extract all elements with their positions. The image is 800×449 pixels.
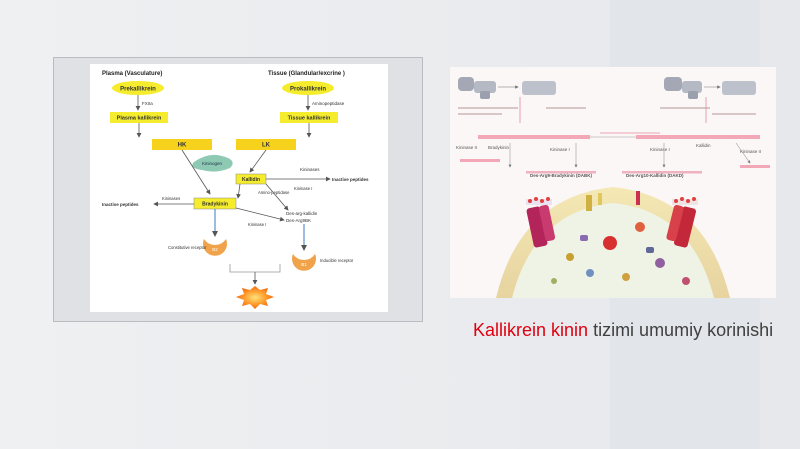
slide-caption: Kallikrein kinin tizimi umumiy korinishi xyxy=(473,318,783,343)
plasma-title: Plasma (Vasculature) xyxy=(102,71,162,77)
b2-label: B2 xyxy=(212,247,218,252)
des-arg-bk-label: Des-Arg9BK xyxy=(286,218,311,223)
kininogen-label: Kininogen xyxy=(202,161,223,166)
receptor-pathway-illustration: Kininase II Bradykinin Kininase I Kinina… xyxy=(450,67,776,298)
kallidin-pathway-label: Kallidin xyxy=(696,143,711,148)
dotted-annotations xyxy=(458,107,756,115)
caption-rest: tizimi umumiy korinishi xyxy=(588,320,774,340)
kallidin-label: Kallidin xyxy=(242,177,260,183)
response-burst xyxy=(236,286,274,309)
prokallikrein-node xyxy=(282,81,334,95)
cell-interior xyxy=(512,203,714,298)
arrow-brady-desarg xyxy=(235,207,285,222)
kininogen-node xyxy=(192,154,233,172)
prekallikrein-node xyxy=(112,81,164,95)
des-arg-kallidin-label: Des-arg-kallidin xyxy=(286,211,318,216)
aminopeptidase-label: Aminopeptidase xyxy=(312,101,345,106)
hk-label: HK xyxy=(178,143,187,149)
amino-peptidase-label: Amino-peptidase xyxy=(258,190,290,195)
kininases-upper-label: Kininases xyxy=(300,167,320,172)
kinin-system-diagram: Plasma (Vasculature) Tissue (Glandular/e… xyxy=(90,64,388,312)
b2-receptor xyxy=(203,239,227,256)
constitutive-receptor-label: Constitutive receptor xyxy=(168,245,207,250)
caption-highlight: Kallikrein kinin xyxy=(473,320,589,340)
b1-receptor xyxy=(292,254,316,271)
dabk-bar xyxy=(526,171,596,174)
kininase-i-upper-label: Kininase I xyxy=(294,186,312,191)
fxiia-label: FXIIa xyxy=(142,101,153,106)
plasma-kallikrein-node xyxy=(110,112,168,123)
pathway-arrows xyxy=(508,142,751,168)
tissue-title: Tissue (Glandular/excrine ) xyxy=(268,71,345,77)
tissue-kallikrein-label: Tissue kallikrein xyxy=(288,116,331,122)
arrow-hk-brady xyxy=(181,149,211,195)
pink-bar-right xyxy=(636,135,760,139)
b1-label: B1 xyxy=(301,262,307,267)
pink-bar-lower-right xyxy=(740,165,770,168)
inactive-peptides-left: Inactive peptides xyxy=(102,202,139,207)
dakd-bar xyxy=(622,171,702,174)
kininase-ii-left-label: Kininase II xyxy=(456,145,477,150)
pink-bar-lower-left xyxy=(460,159,500,162)
kininases-left-label: Kininases xyxy=(162,196,180,201)
membrane-proteins xyxy=(586,191,640,211)
lk-node xyxy=(236,139,296,150)
converging-lines xyxy=(229,264,281,273)
inactive-peptides-right: Inactive peptides xyxy=(332,177,369,182)
lk-label: LK xyxy=(262,143,271,149)
plasma-kallikrein-label: Plasma kallikrein xyxy=(117,116,162,122)
pink-bar-left xyxy=(478,135,590,139)
bradykinin-label: Bradykinin xyxy=(202,202,228,208)
intracellular-molecules xyxy=(551,222,690,285)
kininogen-structures xyxy=(458,77,756,99)
dakd-label: Des-Arg10-Kallidin (DAKD) xyxy=(626,173,684,178)
tissue-kallikrein-node xyxy=(280,112,338,123)
inducible-receptor-label: Inducible receptor xyxy=(320,258,354,263)
kininase-i-lower-label: Kininase I xyxy=(248,222,266,227)
prokallikrein-label: Prokallikrein xyxy=(290,87,326,93)
receptor-left xyxy=(526,197,556,248)
prekallikrein-label: Prekallikrein xyxy=(120,87,156,93)
receptor-right xyxy=(666,197,698,248)
arrow-kallidin-brady xyxy=(236,183,241,199)
conversion-arrows xyxy=(519,97,707,134)
arrow-lk-kallidin xyxy=(249,149,267,173)
bradykinin-pathway-label: Bradykinin xyxy=(488,145,510,150)
arrow-kallidin-desarg xyxy=(265,183,289,211)
dabk-label: Des-Arg9-Bradykinin (DABK) xyxy=(530,173,593,178)
kininase-i-left-label: Kininase I xyxy=(550,147,570,152)
hk-node xyxy=(152,139,212,150)
kininase-ii-right-label: Kininase II xyxy=(740,149,761,154)
kininase-i-right-label: Kininase I xyxy=(650,147,670,152)
